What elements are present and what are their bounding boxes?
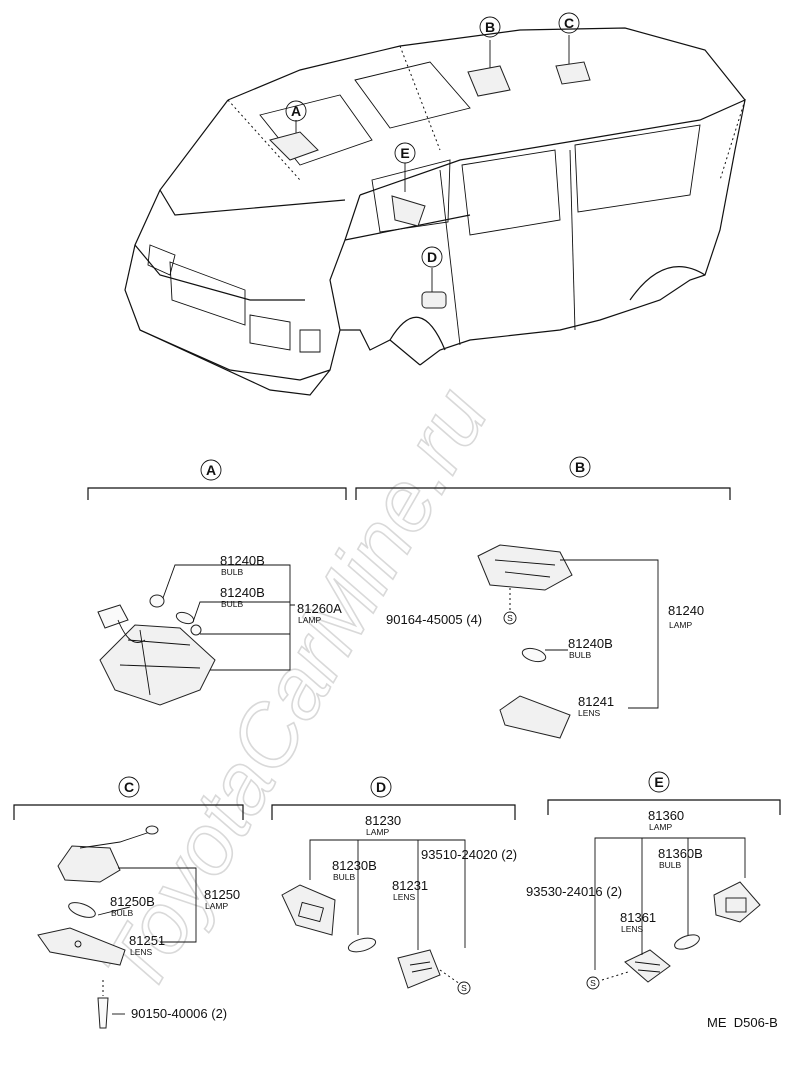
section-b: B S 90164-45005 (4) 81240 LAMP 81240B BU…	[355, 456, 731, 739]
e-screw-part: 93530-24016 (2)	[526, 884, 622, 899]
van-illustration	[124, 27, 746, 396]
e-bulb-desc: BULB	[659, 860, 682, 870]
svg-text:C: C	[564, 15, 574, 31]
d-bulb-desc: BULB	[333, 872, 356, 882]
d-lens-desc: LENS	[393, 892, 416, 902]
c-screw-part: 90150-40006 (2)	[131, 1006, 227, 1021]
callout-c-van: C	[558, 12, 580, 34]
b-bulb-part: 81240B	[568, 636, 613, 651]
section-e: E S 81360 LAMP 81360B BULB 81361 LENS 93…	[526, 771, 781, 990]
e-bulb-part: 81360B	[658, 846, 703, 861]
callout-a-van: A	[285, 100, 307, 122]
svg-text:D: D	[427, 249, 437, 265]
d-lens-part: 81231	[392, 878, 428, 893]
b-lens-part: 81241	[578, 694, 614, 709]
a-bulb2-part: 81240B	[220, 585, 265, 600]
b-lamp-desc: LAMP	[669, 620, 692, 630]
d-screw-part: 93510-24020 (2)	[421, 847, 517, 862]
svg-text:E: E	[654, 774, 663, 790]
e-lamp-desc: LAMP	[649, 822, 672, 832]
e-screw-symbol: S	[590, 978, 596, 988]
d-lamp-part: 81230	[365, 813, 401, 828]
b-lens-desc: LENS	[578, 708, 601, 718]
c-bulb-desc: BULB	[111, 908, 134, 918]
callout-b-van: B	[479, 16, 501, 38]
section-a: A 81240B BULB 81240B BULB 81260A LAMP	[87, 459, 347, 706]
c-bulb-part: 81250B	[110, 894, 155, 909]
svg-text:A: A	[206, 462, 216, 478]
b-bulb-desc: BULB	[569, 650, 592, 660]
d-bulb-part: 81230B	[332, 858, 377, 873]
svg-text:E: E	[400, 145, 409, 161]
b-screw-part: 90164-45005 (4)	[386, 612, 482, 627]
svg-text:D: D	[376, 779, 386, 795]
e-lamp-part: 81360	[648, 808, 684, 823]
c-lens-desc: LENS	[130, 947, 153, 957]
footer-code: ME D506-B	[707, 1015, 778, 1030]
section-d: D S 81230 LAMP 81230B BULB 81231 LENS 93…	[271, 776, 517, 995]
svg-text:A: A	[291, 103, 301, 119]
d-screw-symbol: S	[461, 983, 467, 993]
a-bulb1-part: 81240B	[220, 553, 265, 568]
b-screw-symbol: S	[507, 613, 513, 623]
callout-d-van: D	[421, 246, 443, 268]
a-bulb1-desc: BULB	[221, 567, 244, 577]
e-lens-desc: LENS	[621, 924, 644, 934]
a-lamp-desc: LAMP	[298, 615, 321, 625]
e-lens-part: 81361	[620, 910, 656, 925]
svg-text:C: C	[124, 779, 134, 795]
d-lamp-desc: LAMP	[366, 827, 389, 837]
c-lens-part: 81251	[129, 933, 165, 948]
callout-e-van: E	[394, 142, 416, 164]
section-c: C 81250 LAMP 81250B BULB 81251 LENS 9015…	[13, 776, 244, 1029]
c-lamp-part: 81250	[204, 887, 240, 902]
b-lamp-part: 81240	[668, 603, 704, 618]
c-lamp-desc: LAMP	[205, 901, 228, 911]
svg-text:B: B	[485, 19, 495, 35]
a-bulb2-desc: BULB	[221, 599, 244, 609]
svg-text:B: B	[575, 459, 585, 475]
a-lamp-part: 81260A	[297, 601, 342, 616]
